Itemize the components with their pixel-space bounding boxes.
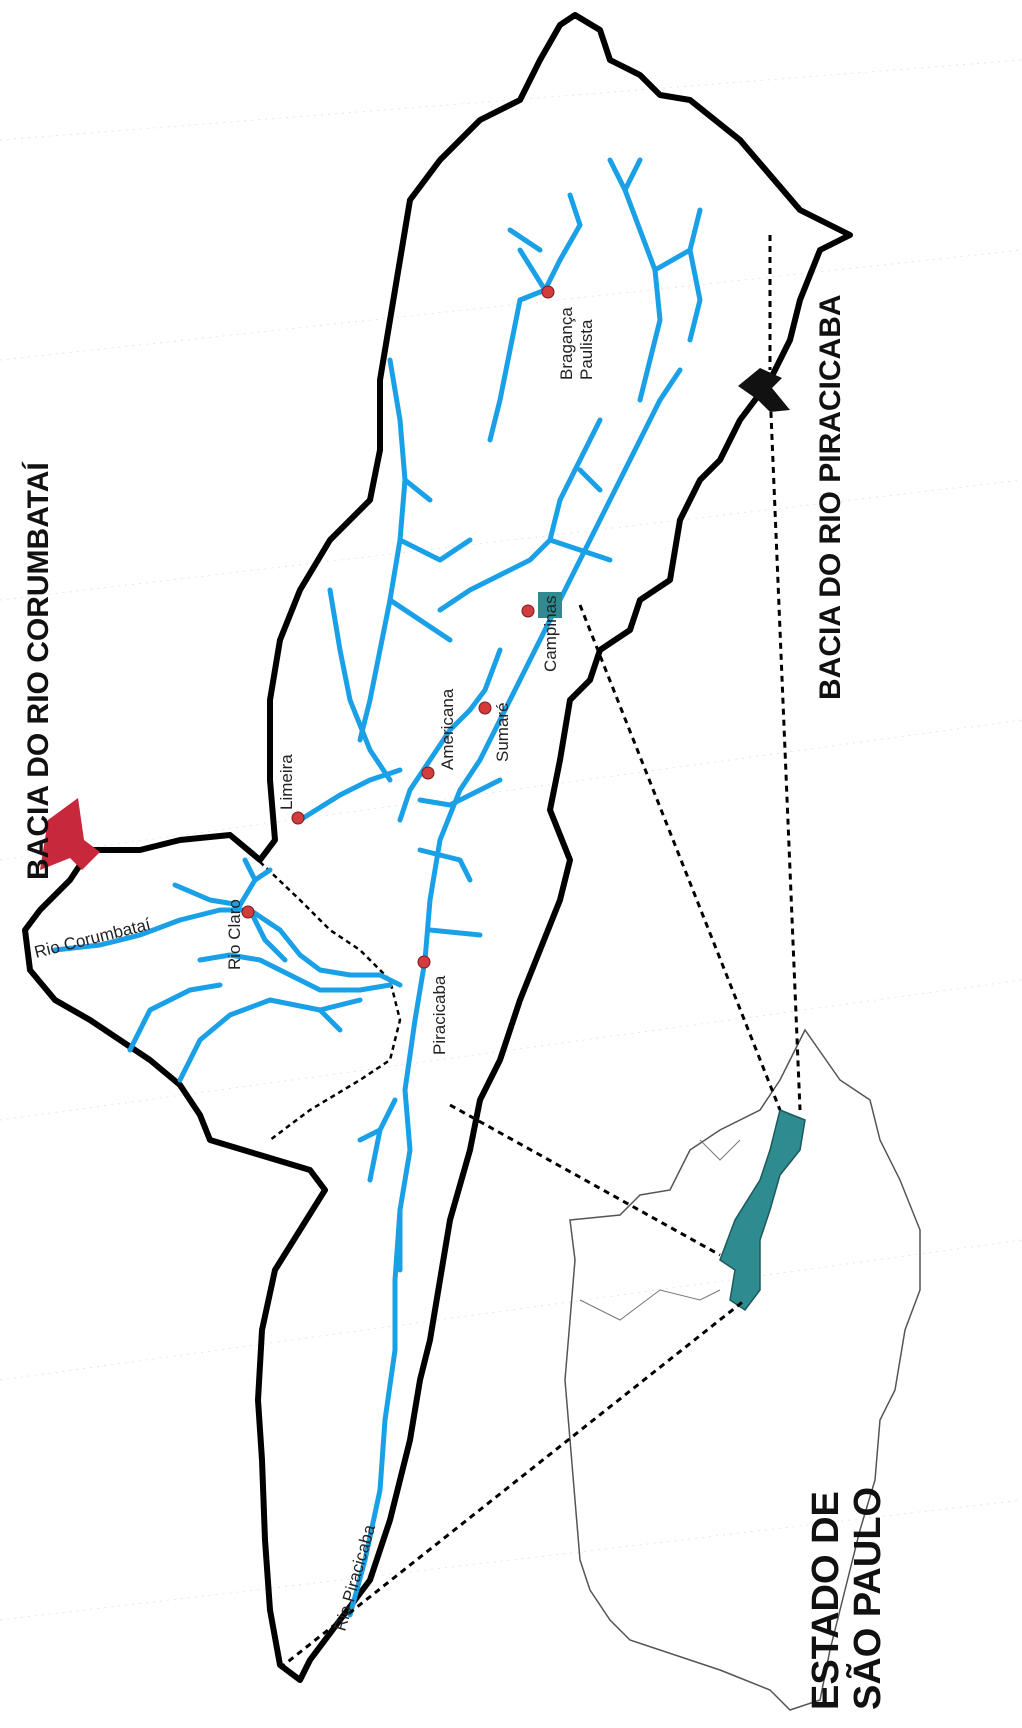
red-arrow-icon (40, 798, 100, 870)
title-corumbatai: BACIA DO RIO CORUMBATAÍ (21, 462, 55, 880)
river-network (52, 157, 703, 1618)
title-state-line2: SÃO PAULO (845, 1487, 889, 1710)
title-state-line1: ESTADO DE (805, 1491, 847, 1710)
river-piracicaba-main (347, 367, 683, 1618)
background-grid (0, 59, 1022, 1621)
black-arrow-icon (738, 368, 790, 412)
city-dot-rioclaro (241, 905, 255, 919)
city-label-americana: Americana (438, 688, 457, 770)
city-label-sumare: Sumaré (493, 702, 512, 762)
city-label-piracicaba: Piracicaba (430, 975, 449, 1055)
corumbatai-subbasin-boundary (259, 861, 402, 1141)
city-dot-sumare (478, 701, 492, 715)
city-label-rioclaro: Rio Claro (225, 899, 244, 970)
city-dot-limeira (291, 811, 305, 825)
city-markers (241, 285, 555, 969)
river-corumbatai (52, 907, 403, 988)
city-dot-americana (421, 766, 435, 780)
city-dot-campinas (521, 604, 535, 618)
campinas-highlight (538, 592, 562, 618)
city-dot-piracicaba (417, 955, 431, 969)
sao-paulo-state-outline (564, 1028, 921, 1711)
city-dot-braganca (541, 285, 555, 299)
connector-lines (279, 235, 802, 1670)
city-label-braganca-line1: Bragança (557, 307, 576, 380)
title-piracicaba: BACIA DO RIO PIRACICABA (814, 294, 847, 700)
city-label-campinas: Campinas (541, 595, 560, 672)
city-label-limeira: Limeira (277, 754, 296, 810)
city-label-braganca: Bragança Paulista (557, 302, 596, 380)
piracicaba-basin-outline (22, 12, 853, 1683)
city-label-braganca-line2: Paulista (577, 319, 596, 380)
highlighted-basin (719, 1108, 806, 1312)
